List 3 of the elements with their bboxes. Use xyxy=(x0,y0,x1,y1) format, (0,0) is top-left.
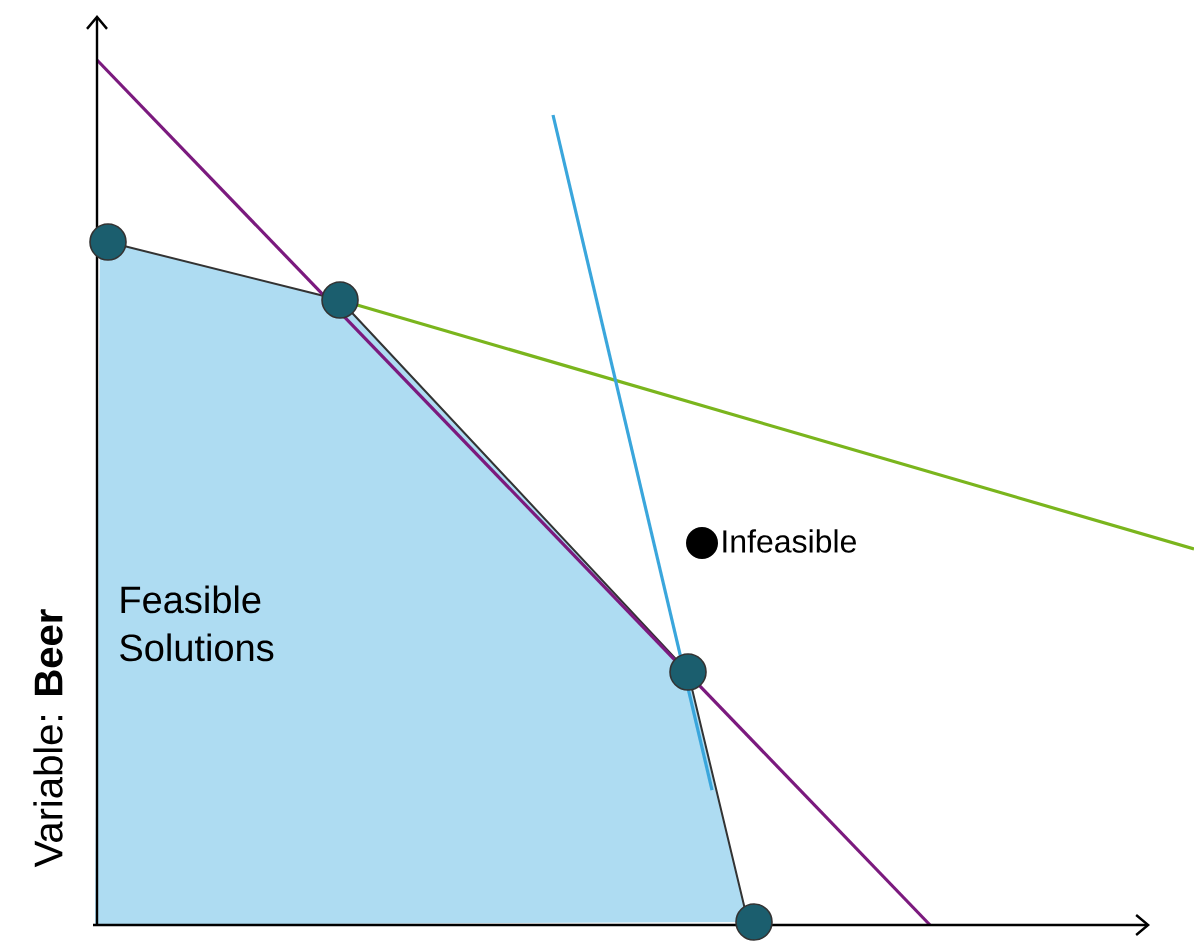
region-label: Feasible Solutions xyxy=(120,585,274,662)
point-label: Infeasible xyxy=(723,529,856,553)
axis-label: Variable: Beer xyxy=(33,609,63,868)
